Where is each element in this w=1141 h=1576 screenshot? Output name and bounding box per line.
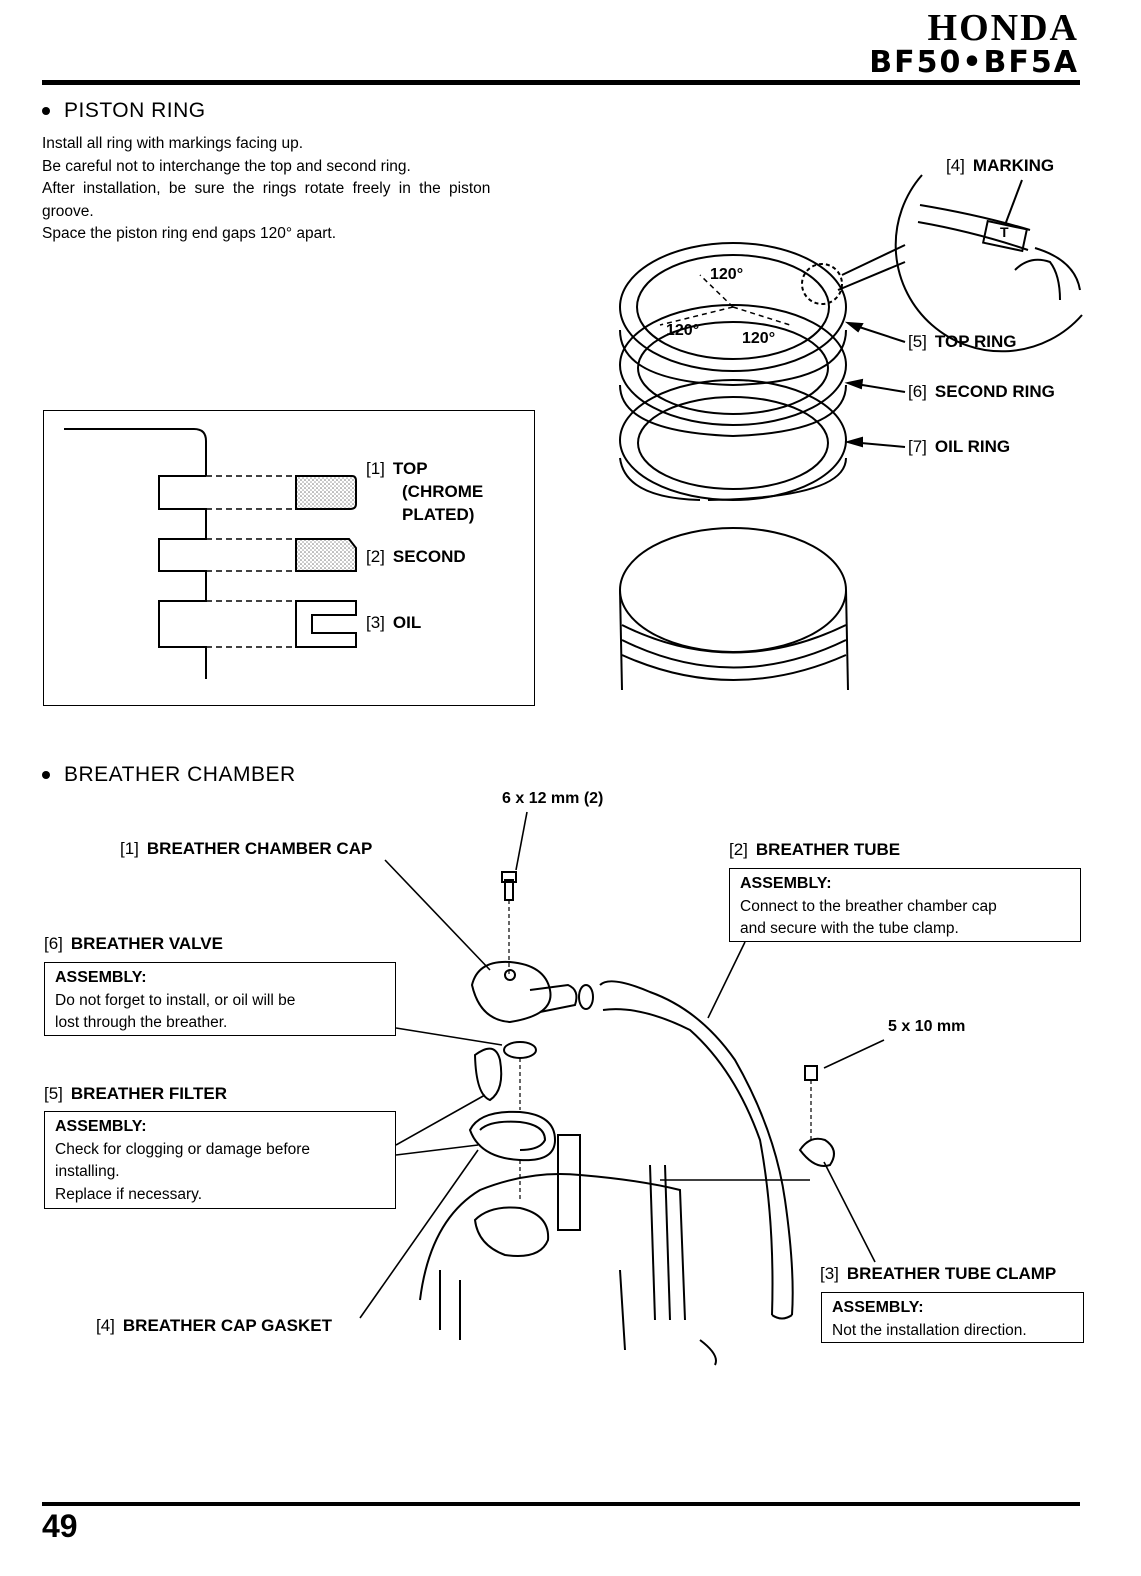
instruction-line: Be careful not to interchange the top an…: [42, 157, 411, 175]
piston-ring-instructions: Install all ring with markings facing up…: [42, 133, 490, 246]
instruction-line: Space the piston ring end gaps 120° apar…: [42, 225, 337, 242]
filter-assembly-text: Check for clogging or damage before: [55, 1140, 311, 1158]
label-bolt-6x12: 6 x 12 mm (2): [502, 790, 604, 807]
clamp-assembly-heading: ASSEMBLY:: [832, 1299, 924, 1316]
brand-block: HONDA BF50•BF5A: [869, 8, 1079, 78]
label-second-ring: [6]SECOND RING: [908, 382, 1055, 401]
model-name: BF50•BF5A: [869, 45, 1079, 80]
label-top-ring: [5]TOP RING: [908, 332, 1017, 351]
valve-assembly-text: lost through the breather.: [55, 1014, 228, 1031]
label-top-ring-section: [1]TOP (CHROME PLATED): [366, 459, 484, 524]
angle-label-1: 120°: [710, 266, 744, 283]
clamp-assembly-box: ASSEMBLY: Not the installation direction…: [821, 1292, 1084, 1343]
clamp-assembly-text: Not the installation direction.: [832, 1321, 1027, 1339]
valve-assembly-heading: ASSEMBLY:: [55, 969, 147, 986]
filter-assembly-heading: ASSEMBLY:: [55, 1118, 147, 1135]
filter-assembly-box: ASSEMBLY: Check for clogging or damage b…: [44, 1111, 396, 1209]
tube-assembly-heading: ASSEMBLY:: [740, 875, 832, 892]
label-breather-cap-gasket: [4]BREATHER CAP GASKET: [96, 1316, 332, 1335]
label-breather-valve: [6]BREATHER VALVE: [44, 934, 223, 953]
brand-name: HONDA: [927, 7, 1079, 49]
label-oil-ring: [7]OIL RING: [908, 437, 1011, 456]
filter-assembly-text: installing.: [55, 1163, 120, 1180]
label-marking: [4]MARKING: [946, 156, 1055, 175]
ring-cross-section-drawing: [64, 428, 357, 679]
angle-label-3: 120°: [742, 330, 776, 347]
footer-rule: [42, 1502, 1080, 1506]
tube-assembly-text: Connect to the breather chamber cap: [740, 897, 997, 915]
label-breather-tube: [2]BREATHER TUBE: [729, 840, 901, 859]
label-oil-ring-section: [3]OIL: [366, 613, 422, 632]
instruction-line: groove.: [42, 202, 94, 220]
filter-assembly-text: Replace if necessary.: [55, 1185, 203, 1203]
label-breather-filter: [5]BREATHER FILTER: [44, 1084, 228, 1103]
header-rule: [42, 80, 1080, 85]
ring-cross-section-panel: [1]TOP (CHROME PLATED) [2]SECOND [3]OIL: [43, 410, 535, 706]
label-bolt-5x10: 5 x 10 mm: [888, 1018, 966, 1035]
instruction-line: After installation, be sure the rings ro…: [42, 180, 491, 197]
label-second-ring-section: [2]SECOND: [366, 547, 466, 566]
tube-assembly-text: and secure with the tube clamp.: [740, 920, 959, 937]
label-breather-tube-clamp: [3]BREATHER TUBE CLAMP: [820, 1264, 1057, 1283]
tube-assembly-box: ASSEMBLY: Connect to the breather chambe…: [729, 868, 1081, 942]
valve-assembly-text: Do not forget to install, or oil will be: [55, 991, 296, 1009]
section-title-breather-chamber: BREATHER CHAMBER: [42, 763, 296, 787]
instruction-line: Install all ring with markings facing up…: [42, 135, 304, 152]
page-number: 49: [42, 1508, 78, 1544]
label-breather-chamber-cap: [1]BREATHER CHAMBER CAP: [120, 839, 373, 858]
valve-assembly-box: ASSEMBLY: Do not forget to install, or o…: [44, 962, 396, 1036]
ring-mark-letter: T: [1000, 224, 1009, 240]
section-title-piston-ring: PISTON RING: [42, 99, 206, 123]
angle-label-2: 120°: [666, 322, 700, 339]
